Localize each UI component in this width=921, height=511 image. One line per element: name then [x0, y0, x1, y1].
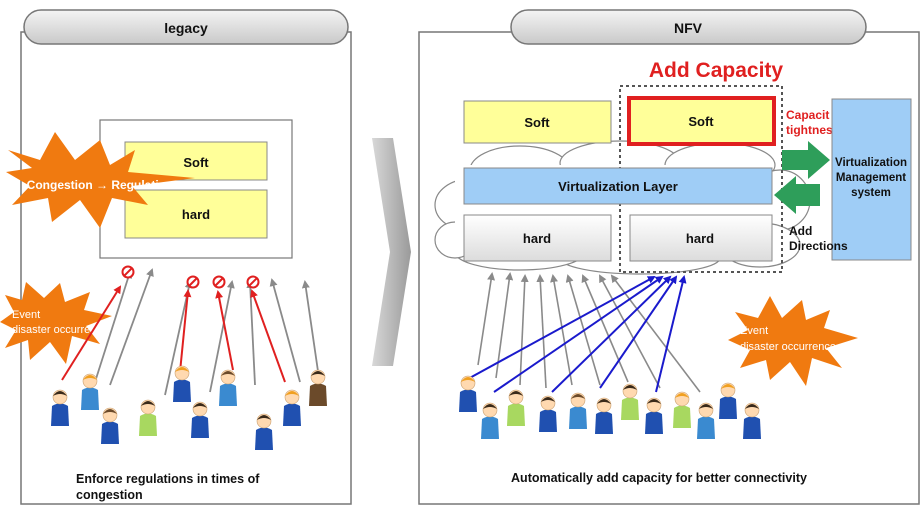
nfv-people-crowd [459, 375, 761, 439]
capacity-tightness-line1: Capacit [786, 108, 829, 122]
congestion-label: Congestion → Regulation [27, 178, 174, 192]
legacy-soft-box [124, 141, 268, 181]
legacy-gray-arrow [164, 280, 193, 396]
nfv-gray-arrow [477, 272, 496, 366]
prohibited-icon [186, 275, 200, 289]
nfv-blue-arrow [551, 275, 672, 393]
nfv-tab [510, 9, 867, 45]
nfv-gray-arrow [550, 274, 573, 386]
person-figure [459, 375, 477, 412]
nfv-hard-added-label: hard [686, 231, 714, 246]
legacy-soft-label: Soft [183, 155, 209, 170]
person-figure [173, 365, 191, 402]
person-figure [645, 397, 663, 434]
person-figure [219, 369, 237, 406]
legacy-people-crowd [51, 365, 327, 450]
green-arrow-left [774, 176, 820, 214]
person-figure [255, 413, 273, 450]
nfv-hard-added-box [629, 214, 773, 262]
person-figure [481, 402, 499, 439]
nfv-soft-box [463, 100, 612, 144]
nfv-hard-box [463, 214, 612, 262]
nfv-gray-arrow [495, 272, 514, 379]
legacy-caption-line2: congestion [76, 488, 143, 502]
nfv-soft-label: Soft [524, 115, 550, 130]
person-figure [139, 399, 157, 436]
virtualization-layer-label: Virtualization Layer [558, 179, 678, 194]
nfv-event-line1: Event [740, 325, 768, 337]
person-figure [697, 402, 715, 439]
legacy-panel: legacy Soft hard Congestion → Regulation… [0, 9, 352, 505]
capacity-tightness-line2: tightnes [786, 123, 833, 137]
vms-line3: system [851, 187, 891, 199]
nfv-gray-arrow [610, 274, 701, 393]
person-figure [81, 373, 99, 410]
add-capacity-label: Add Capacity [649, 59, 784, 82]
green-arrow-right [782, 141, 830, 179]
vms-line2: Management [836, 172, 906, 184]
legacy-gray-arrow [94, 270, 132, 383]
nfv-event-starburst [728, 296, 858, 386]
legacy-gray-arrow [301, 280, 321, 386]
virtualization-layer-bar [463, 167, 773, 205]
nfv-blue-arrow [493, 275, 664, 393]
person-figure [673, 391, 691, 428]
add-directions-line1: Add [789, 224, 812, 238]
person-figure [191, 401, 209, 438]
nfv-caption: Automatically add capacity for better co… [511, 471, 807, 485]
legacy-red-arrow [179, 289, 192, 373]
nfv-blue-arrow [655, 275, 687, 393]
legacy-gray-arrow [109, 268, 154, 386]
legacy-event-line2: disaster occurrence [12, 324, 108, 336]
person-figure [539, 395, 557, 432]
nfv-gray-arrow [581, 274, 629, 383]
nfv-gray-arrow [519, 274, 529, 386]
prohibited-icon [212, 275, 226, 289]
nfv-gray-arrow [536, 274, 547, 389]
person-figure [51, 389, 69, 426]
legacy-event-line1: Event [12, 309, 40, 321]
person-figure [621, 383, 639, 420]
nfv-blue-arrow [465, 276, 656, 381]
transition-chevron [372, 138, 411, 366]
person-figure [595, 397, 613, 434]
person-figure [309, 369, 327, 406]
legacy-red-arrow [61, 285, 122, 381]
nfv-blue-arrow [599, 275, 678, 389]
virtualization-management-box [831, 98, 912, 261]
vms-line1: Virtualization [835, 157, 907, 169]
legacy-gray-arrow [269, 278, 301, 383]
legacy-tab-label: legacy [164, 20, 208, 36]
nfv-event-line2: disaster occurrence [740, 341, 836, 353]
legacy-event-starburst [0, 282, 112, 364]
nfv-hard-label: hard [523, 231, 551, 246]
nfv-tab-label: NFV [674, 20, 703, 36]
add-directions-line2: Directions [789, 239, 848, 253]
prohibited-icon [246, 275, 260, 289]
prohibited-icon [121, 265, 135, 279]
nfv-panel: NFV Add Capacity Soft Soft Capacit tight… [418, 9, 920, 505]
legacy-hard-box [124, 189, 268, 239]
legacy-gray-arrow [246, 280, 256, 386]
legacy-red-arrow [215, 290, 234, 371]
person-figure [101, 407, 119, 444]
congestion-starburst [6, 132, 195, 228]
nfv-gray-arrow [599, 274, 661, 389]
person-figure [743, 402, 761, 439]
legacy-caption-line1: Enforce regulations in times of [76, 472, 260, 486]
nfv-soft-added-label: Soft [688, 114, 714, 129]
legacy-red-arrow [250, 289, 286, 383]
person-figure [569, 392, 587, 429]
legacy-hard-label: hard [182, 207, 210, 222]
person-figure [719, 382, 737, 419]
legacy-gray-arrow [209, 280, 235, 393]
nfv-soft-added-box [627, 96, 776, 146]
legacy-tab [23, 9, 349, 45]
person-figure [283, 389, 301, 426]
person-figure [507, 389, 525, 426]
